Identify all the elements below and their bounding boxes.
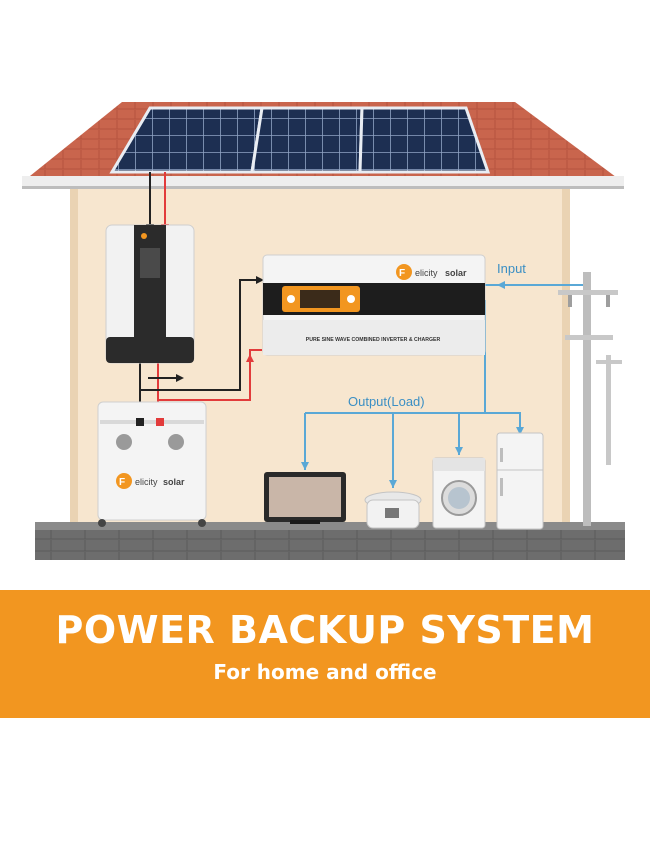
laptop (264, 472, 346, 524)
battery (97, 401, 207, 527)
ac-arrows (301, 281, 524, 488)
refrigerator (496, 432, 544, 530)
brand-logo-icon (396, 264, 412, 280)
inverter-caption: PURE SINE WAVE COMBINED INVERTER & CHARG… (306, 337, 441, 343)
solar-system-diagram: PURE SINE WAVE COMBINED INVERTER & CHARG… (22, 102, 625, 560)
inverter-brand-suffix: solar (445, 268, 467, 278)
rice-cooker (364, 491, 422, 529)
battery-logo-icon (116, 473, 132, 489)
ground-base (35, 522, 625, 560)
output-load-label: Output(Load) (348, 394, 425, 409)
charge-controller (105, 224, 195, 364)
inverter-charger (262, 254, 486, 356)
input-label: Input (497, 261, 526, 276)
utility-pole (558, 272, 622, 526)
title-banner: POWER BACKUP SYSTEM For home and office (0, 590, 650, 718)
solar-panels (109, 106, 491, 174)
banner-subtitle: For home and office (213, 660, 437, 684)
battery-brand-name: elicity (135, 477, 158, 487)
inverter-brand-name: elicity (415, 268, 438, 278)
washing-machine (432, 457, 486, 529)
battery-brand-suffix: solar (163, 477, 185, 487)
banner-title: POWER BACKUP SYSTEM (55, 608, 595, 652)
battery-logo-letter: F (119, 477, 125, 488)
inverter-logo-letter: F (399, 268, 405, 279)
